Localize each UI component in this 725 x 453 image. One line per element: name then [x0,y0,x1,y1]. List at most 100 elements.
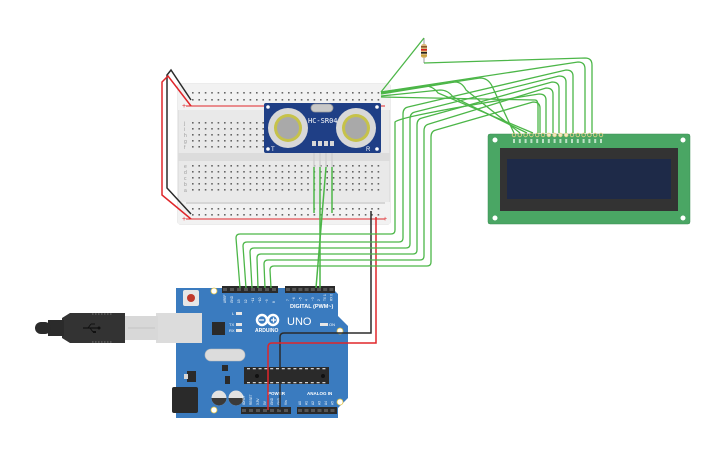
breadboard-hole[interactable] [198,171,200,173]
breadboard-hole[interactable] [358,183,360,185]
breadboard-hole[interactable] [281,214,284,216]
header-socket[interactable] [244,288,248,291]
breadboard-hole[interactable] [236,189,239,191]
breadboard-hole[interactable] [262,92,264,94]
breadboard-hole[interactable] [352,183,354,185]
breadboard-hole[interactable] [204,122,207,124]
header-socket[interactable] [242,409,246,412]
breadboard-hole[interactable] [371,171,373,173]
breadboard-hole[interactable] [307,92,309,94]
breadboard-hole[interactable] [339,171,341,173]
breadboard-hole[interactable] [300,189,303,191]
breadboard-hole[interactable] [211,177,213,179]
breadboard-hole[interactable] [192,165,194,167]
breadboard-hole[interactable] [262,189,264,191]
breadboard-hole[interactable] [217,122,220,124]
breadboard-hole[interactable] [230,165,232,167]
breadboard-hole[interactable] [249,122,252,124]
breadboard-hole[interactable] [352,189,354,191]
breadboard-hole[interactable] [268,92,271,94]
breadboard-hole[interactable] [243,189,245,191]
breadboard-hole[interactable] [320,189,322,191]
breadboard-hole[interactable] [217,189,220,191]
breadboard-hole[interactable] [345,177,348,179]
breadboard-hole[interactable] [217,140,220,142]
breadboard-hole[interactable] [230,134,232,136]
breadboard-hole[interactable] [224,146,226,148]
breadboard-hole[interactable] [230,99,232,101]
header-socket[interactable] [330,409,335,412]
breadboard-hole[interactable] [294,208,296,210]
header-socket[interactable] [311,409,315,412]
breadboard-hole[interactable] [358,92,360,94]
breadboard-hole[interactable] [243,99,245,101]
breadboard-hole[interactable] [364,183,367,185]
breadboard-hole[interactable] [262,183,264,185]
header-socket[interactable] [317,409,322,412]
breadboard-hole[interactable] [332,208,335,210]
breadboard-hole[interactable] [268,171,271,173]
breadboard-hole[interactable] [352,171,354,173]
breadboard-hole[interactable] [249,183,252,185]
breadboard-hole[interactable] [230,122,232,124]
breadboard-hole[interactable] [352,92,354,94]
breadboard-hole[interactable] [211,165,213,167]
header-socket[interactable] [270,409,274,412]
breadboard-hole[interactable] [352,208,354,210]
breadboard-hole[interactable] [345,99,348,101]
breadboard-hole[interactable] [192,134,194,136]
breadboard-hole[interactable] [294,214,296,216]
breadboard-hole[interactable] [281,92,284,94]
lcd-pin-d5[interactable] [575,132,580,138]
breadboard-hole[interactable] [204,189,207,191]
header-socket[interactable] [263,409,267,412]
breadboard-hole[interactable] [192,208,194,210]
breadboard-hole[interactable] [358,177,360,179]
breadboard-hole[interactable] [236,140,239,142]
header-socket[interactable] [237,288,241,291]
breadboard-hole[interactable] [224,208,226,210]
breadboard-hole[interactable] [332,177,335,179]
breadboard-hole[interactable] [307,189,309,191]
breadboard-hole[interactable] [345,171,348,173]
breadboard-hole[interactable] [294,177,296,179]
breadboard-hole[interactable] [211,171,213,173]
wire-red-vcc-rail[interactable] [161,74,192,220]
breadboard-hole[interactable] [204,214,207,216]
breadboard-hole[interactable] [224,122,226,124]
breadboard-hole[interactable] [256,208,258,210]
breadboard-hole[interactable] [268,208,271,210]
sensor-pin-vcc[interactable] [312,141,316,146]
breadboard-hole[interactable] [243,165,245,167]
breadboard-hole[interactable] [377,171,380,173]
sensor-pin-gnd[interactable] [330,141,334,146]
header-socket[interactable] [292,288,297,291]
breadboard-hole[interactable] [204,208,207,210]
header-socket[interactable] [249,409,253,412]
breadboard-hole[interactable] [224,214,226,216]
breadboard-hole[interactable] [364,208,367,210]
breadboard-hole[interactable] [358,171,360,173]
breadboard-hole[interactable] [204,140,207,142]
wire-resistor-rail[interactable] [380,37,425,93]
breadboard-hole[interactable] [320,99,322,101]
breadboard-hole[interactable] [249,214,252,216]
breadboard-hole[interactable] [307,214,309,216]
breadboard-hole[interactable] [192,146,194,148]
usb-cable[interactable] [35,313,158,343]
breadboard-hole[interactable] [352,214,354,216]
breadboard-hole[interactable] [371,208,373,210]
breadboard-hole[interactable] [256,99,258,101]
breadboard-hole[interactable] [268,214,271,216]
breadboard-hole[interactable] [377,183,380,185]
breadboard-hole[interactable] [217,99,220,101]
lcd-pin-d6[interactable] [581,132,586,138]
breadboard-hole[interactable] [236,165,239,167]
breadboard-hole[interactable] [358,208,360,210]
breadboard-hole[interactable] [345,208,348,210]
breadboard-hole[interactable] [339,189,341,191]
breadboard-hole[interactable] [268,177,271,179]
wire-sensor-echo[interactable] [315,166,327,289]
breadboard-hole[interactable] [236,146,239,148]
header-socket[interactable] [310,288,315,291]
